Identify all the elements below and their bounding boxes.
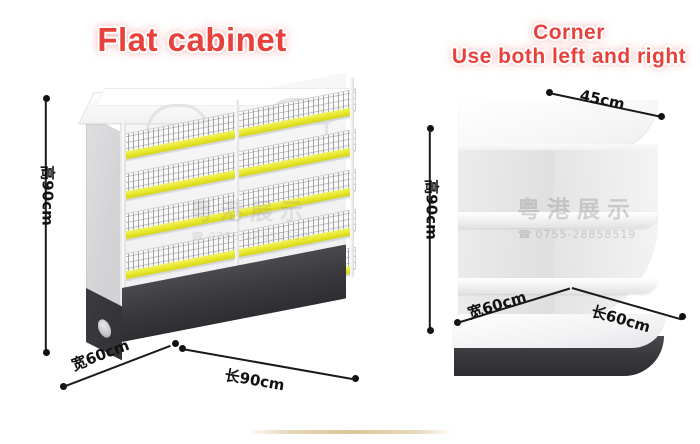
corner-base	[452, 314, 666, 376]
dim-dot-left-height-top	[43, 95, 50, 102]
corner-shelf	[458, 212, 658, 228]
corner-wall-right	[554, 150, 658, 326]
dim-dot-right-height-top	[427, 125, 434, 132]
dim-dot-right-top-end	[658, 113, 665, 120]
left-product-title: Flat cabinet	[97, 21, 287, 58]
bottom-accent-bar	[248, 430, 453, 434]
dim-dot-left-height-bottom	[43, 349, 50, 356]
frame-post	[350, 76, 354, 278]
flat-cabinet-illustration	[78, 72, 376, 372]
right-product-title-line2: Use both left and right	[451, 44, 687, 68]
dim-dot-left-length-end	[352, 375, 359, 382]
corner-base-deck	[452, 314, 666, 348]
dim-dot-right-height-bottom	[427, 327, 434, 334]
corner-shelf	[458, 278, 658, 294]
right-product-title-line1: Corner	[533, 21, 605, 44]
dim-label-right-height: 高90cm	[422, 179, 441, 240]
dim-dot-left-width-end	[172, 340, 179, 347]
dim-dot-right-length-end	[679, 313, 686, 320]
right-product-title: Corner Use both left and right	[438, 21, 700, 68]
corner-cabinet-illustration	[452, 100, 688, 376]
dim-label-left-height: 高90cm	[38, 165, 57, 226]
dim-line-left-height	[45, 98, 47, 353]
